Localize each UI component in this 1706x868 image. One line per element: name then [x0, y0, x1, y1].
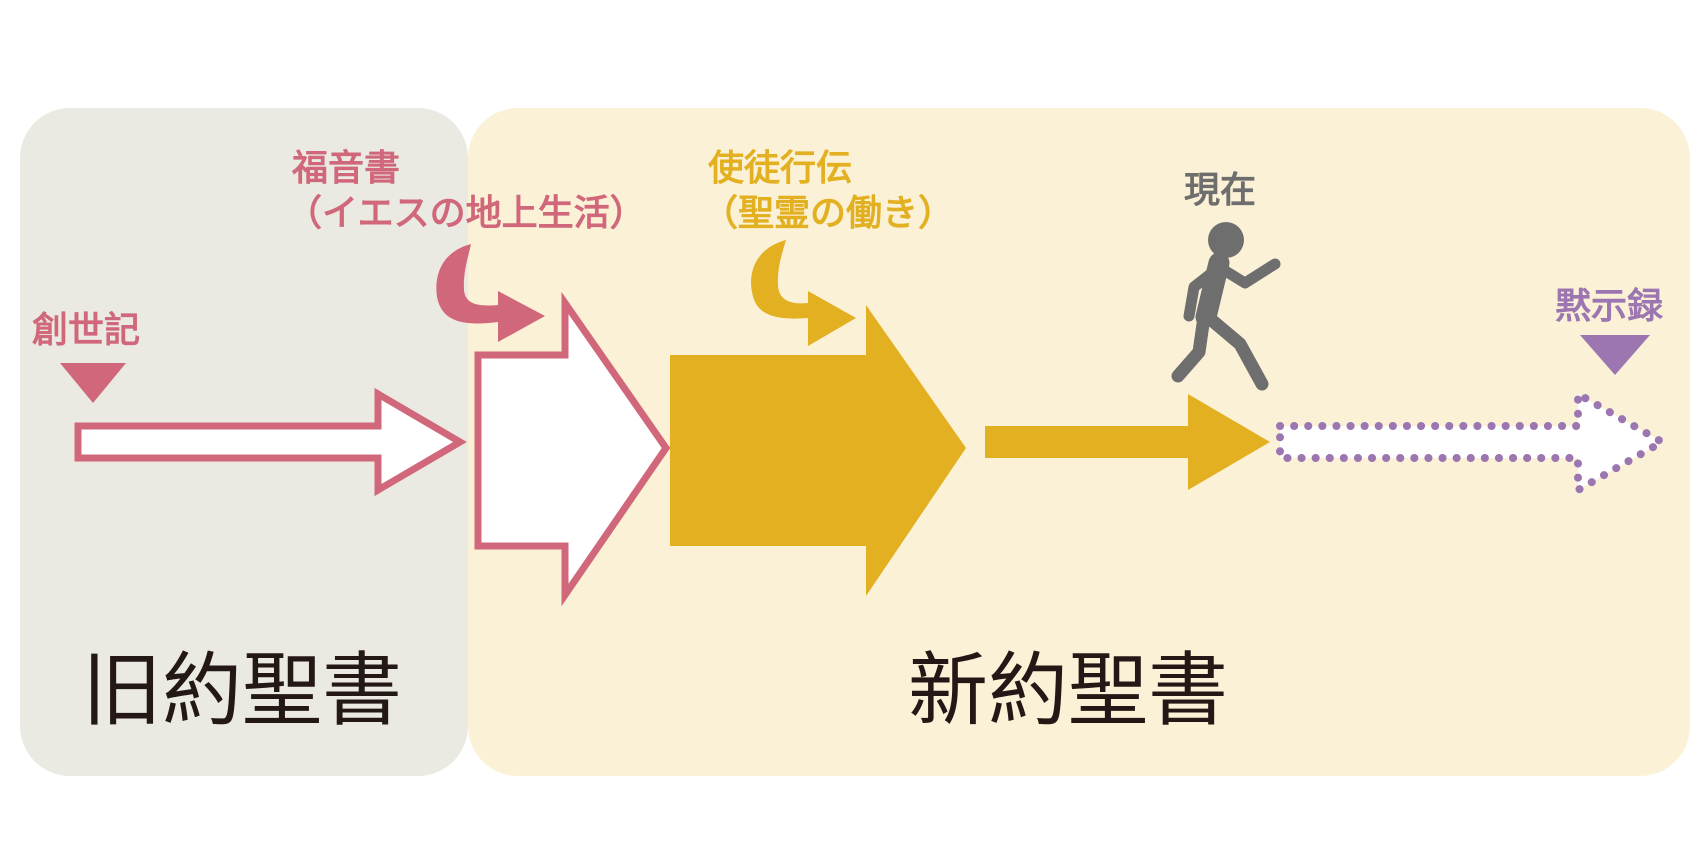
running-person-icon	[1171, 222, 1281, 391]
acts-label-line2: （聖霊の働き）	[702, 193, 954, 234]
revelation-triangle-down-icon	[1580, 335, 1650, 375]
future-dotted-arrow	[1276, 390, 1666, 494]
gospels-label-line2: （イエスの地上生活）	[286, 193, 646, 234]
revelation-label: 黙示録	[1555, 286, 1664, 327]
new-testament-title: 新約聖書	[908, 644, 1228, 737]
old-testament-title: 旧約聖書	[82, 644, 402, 737]
gospels-label-line1: 福音書	[291, 148, 400, 189]
genesis-label: 創世記	[32, 310, 140, 351]
acts-curve-arrow-icon	[751, 240, 856, 346]
genesis-triangle-down-icon	[60, 363, 126, 403]
acts-arrow	[670, 305, 966, 596]
old-testament-arrow	[74, 387, 467, 497]
present-arrow	[985, 394, 1270, 490]
acts-label-line1: 使徒行伝	[708, 148, 852, 189]
gospels-curve-arrow-icon	[436, 244, 545, 342]
gospels-arrow	[474, 291, 671, 607]
present-label: 現在	[1184, 170, 1256, 211]
